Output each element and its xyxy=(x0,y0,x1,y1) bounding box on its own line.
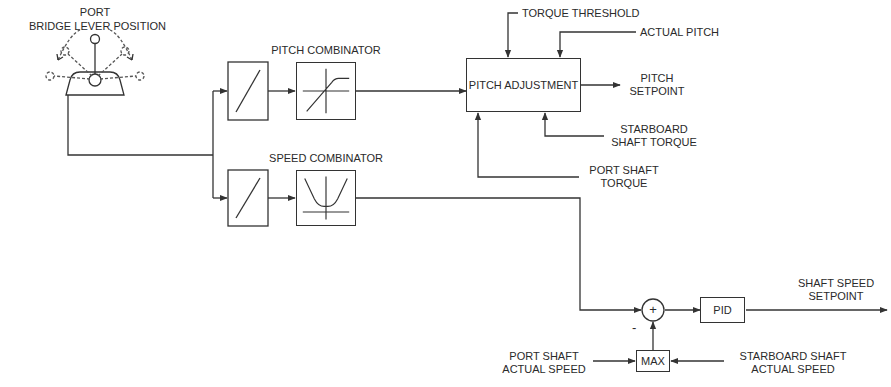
signal-label: PORT xyxy=(60,6,130,19)
signal-label: TORQUE THRESHOLD xyxy=(522,7,652,20)
minus-sign: - xyxy=(632,321,636,334)
signal-label: BRIDGE LEVER POSITION xyxy=(15,20,180,33)
combinator-box: PITCH COMBINATOR xyxy=(296,62,356,120)
plus-sign: + xyxy=(641,303,665,316)
signal-label: STARBOARD SHAFT TORQUE xyxy=(608,123,700,149)
signal-connector xyxy=(356,90,466,91)
box-text: MAX xyxy=(641,355,665,368)
block-heading: SPEED COMBINATOR xyxy=(269,152,383,165)
signal-label: PITCH SETPOINT xyxy=(624,72,690,98)
box-label: MAX xyxy=(641,355,665,368)
signal-label: STARBOARD SHAFT ACTUAL SPEED xyxy=(728,350,858,376)
signal-connector xyxy=(652,322,653,350)
signal-label: PORT SHAFT ACTUAL SPEED xyxy=(497,350,591,376)
process-box: PID xyxy=(700,297,745,323)
bridge-lever xyxy=(46,30,144,95)
process-box: MAX xyxy=(636,350,670,372)
block-heading: PITCH COMBINATOR xyxy=(271,44,381,57)
signal-label: ACTUAL PITCH xyxy=(640,26,740,39)
box-text: PITCH ADJUSTMENT xyxy=(469,79,578,92)
transfer-curve xyxy=(297,171,355,225)
box-label: PITCH ADJUSTMENT xyxy=(469,79,578,92)
signal-label: SHAFT SPEED SETPOINT xyxy=(790,277,882,303)
combinator-box: SPEED COMBINATOR xyxy=(296,170,356,226)
summing-junction: +- xyxy=(641,298,665,322)
signal-connector xyxy=(665,309,700,310)
transfer-curve xyxy=(297,63,355,119)
signal-wires xyxy=(68,13,887,361)
box-label: PID xyxy=(713,304,731,317)
signal-label: PORT SHAFT TORQUE xyxy=(583,164,665,190)
signal-connector xyxy=(356,198,641,310)
box-text: PID xyxy=(713,304,731,317)
process-box: PITCH ADJUSTMENT xyxy=(466,58,581,112)
